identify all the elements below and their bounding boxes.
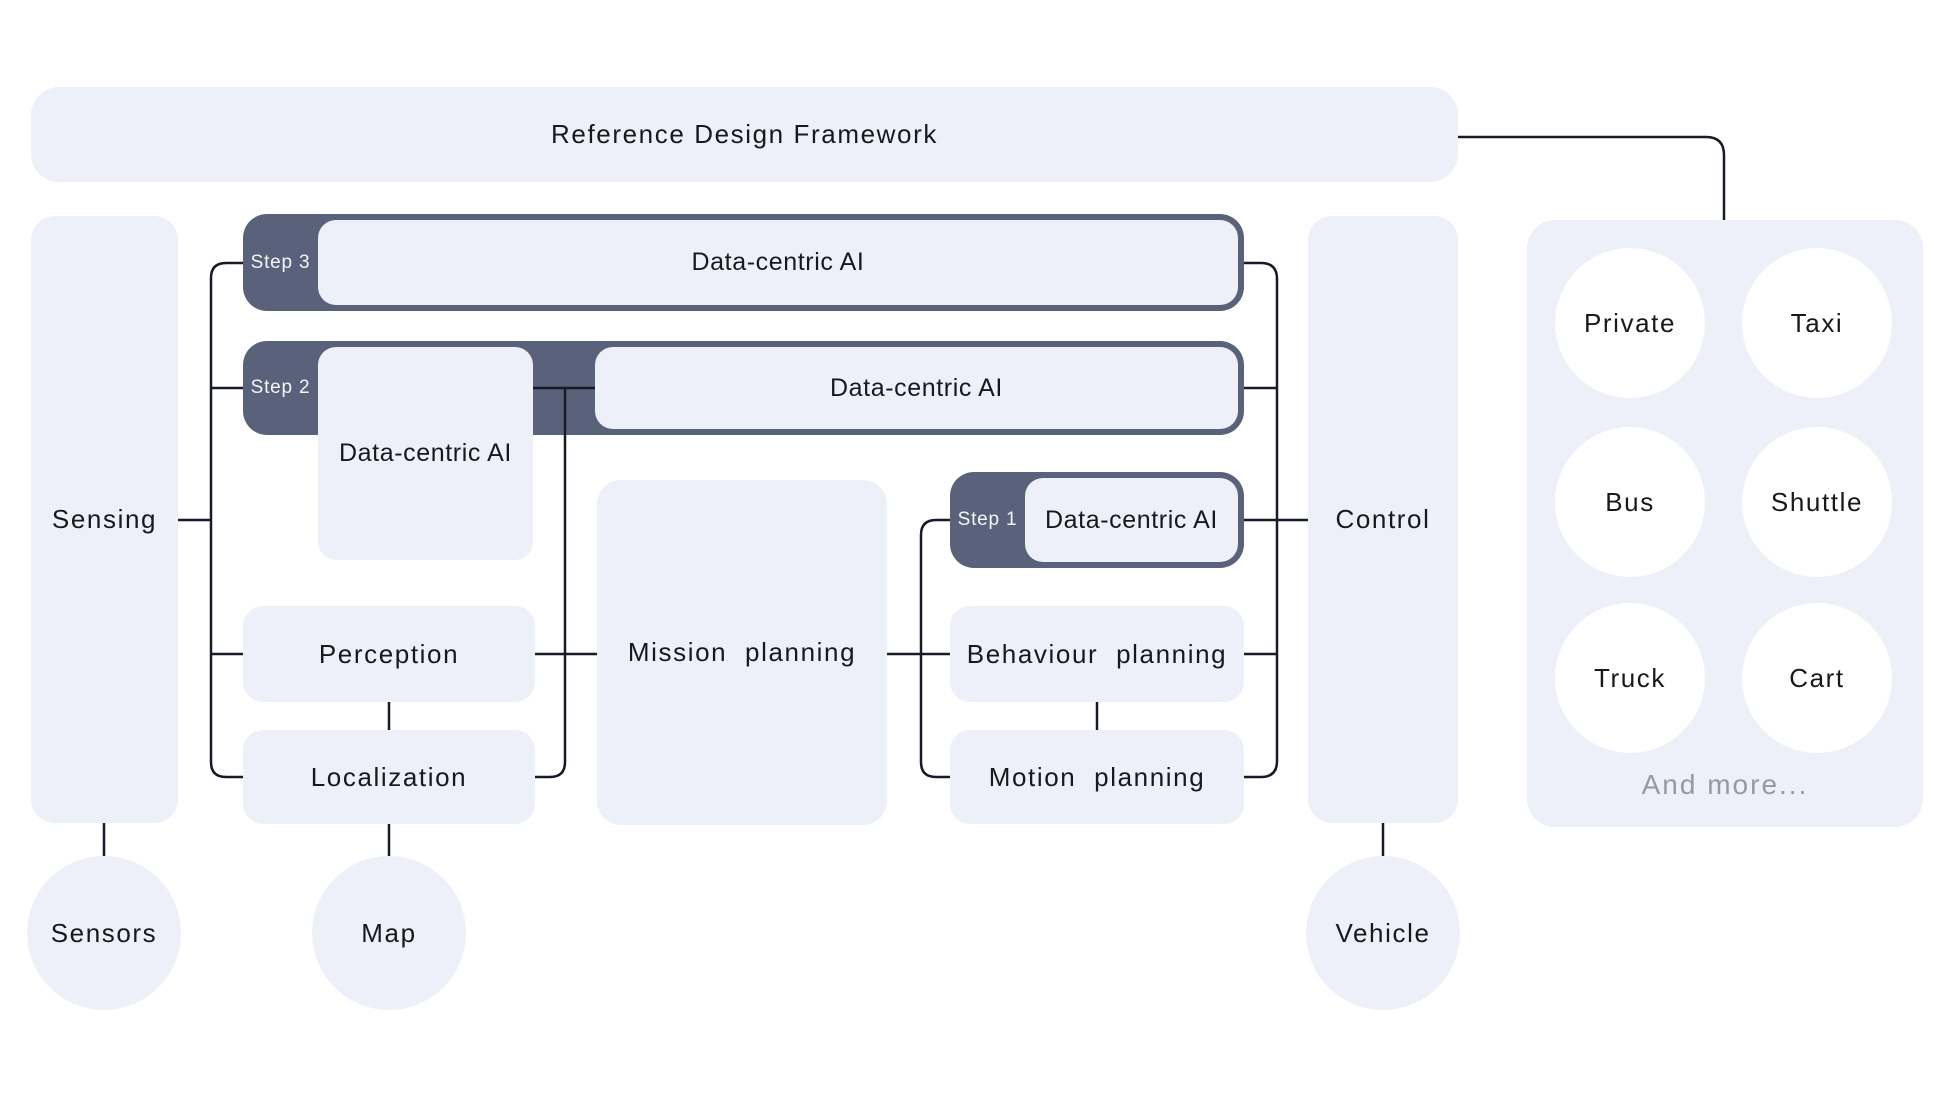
step2-label: Step 2 xyxy=(250,377,311,398)
perception-label: Perception xyxy=(318,638,460,669)
step3-label: Step 3 xyxy=(250,251,311,273)
step3-tab: Step 3 xyxy=(243,214,318,311)
vehicle-types-more-label: And more... xyxy=(1641,769,1809,800)
vehicle-type-shuttle-label: Shuttle xyxy=(1770,486,1864,517)
step1-data-centric-ai-box: Data-centric AI xyxy=(1025,478,1238,562)
step3-data-centric-ai-box: Data-centric AI xyxy=(318,220,1238,305)
connector-mid-trunk-localization xyxy=(535,388,567,779)
map-circle: Map xyxy=(312,856,466,1010)
framework-banner: Reference Design Framework xyxy=(31,87,1458,182)
vehicle-type-bus-circle: Bus xyxy=(1555,427,1705,577)
vehicle-type-cart-circle: Cart xyxy=(1742,603,1892,753)
motion-planning-label: Motion planning xyxy=(988,761,1206,792)
vehicle-type-cart-label: Cart xyxy=(1789,662,1845,693)
connector-right-trunk xyxy=(1244,261,1279,779)
vehicle-type-shuttle-circle: Shuttle xyxy=(1742,427,1892,577)
localization-label: Localization xyxy=(310,761,468,792)
vehicle-type-truck-circle: Truck xyxy=(1555,603,1705,753)
sensors-circle: Sensors xyxy=(27,856,181,1010)
step2-tab: Step 2 xyxy=(243,341,318,435)
vehicle-circle: Vehicle xyxy=(1306,856,1460,1010)
sensing-box: Sensing xyxy=(31,216,178,823)
vehicle-type-taxi-circle: Taxi xyxy=(1742,248,1892,398)
step2-data-centric-ai-left-label: Data-centric AI xyxy=(339,439,512,467)
behaviour-planning-box: Behaviour planning xyxy=(950,606,1244,702)
step3-data-centric-ai-label: Data-centric AI xyxy=(691,248,865,276)
step1-tab: Step 1 xyxy=(950,472,1025,568)
sensors-label: Sensors xyxy=(50,917,158,948)
step2-data-centric-ai-left-box: Data-centric AI xyxy=(318,347,533,560)
localization-box: Localization xyxy=(243,730,535,824)
step1-label: Step 1 xyxy=(957,509,1018,530)
control-label: Control xyxy=(1335,504,1431,534)
framework-banner-label: Reference Design Framework xyxy=(551,119,938,149)
vehicle-type-truck-label: Truck xyxy=(1593,662,1667,693)
step2-data-centric-ai-right-box: Data-centric AI xyxy=(595,347,1238,429)
step1-data-centric-ai-label: Data-centric AI xyxy=(1045,505,1218,534)
vehicle-type-private-circle: Private xyxy=(1555,248,1705,398)
connector-step1-motion-trunk xyxy=(919,518,950,779)
motion-planning-box: Motion planning xyxy=(950,730,1244,824)
sensing-label: Sensing xyxy=(51,504,158,534)
vehicle-types-more: And more... xyxy=(1527,760,1923,810)
vehicle-type-bus-label: Bus xyxy=(1605,486,1655,517)
mission-planning-box: Mission planning xyxy=(597,480,887,825)
vehicle-type-private-label: Private xyxy=(1583,307,1677,338)
connector-banner-panel xyxy=(1458,135,1726,220)
behaviour-planning-label: Behaviour planning xyxy=(966,638,1228,669)
mission-planning-label: Mission planning xyxy=(627,637,857,667)
vehicle-type-taxi-label: Taxi xyxy=(1790,307,1844,338)
perception-box: Perception xyxy=(243,606,535,702)
map-label: Map xyxy=(361,917,417,948)
connector-left-trunk xyxy=(209,261,243,779)
step2-data-centric-ai-right-label: Data-centric AI xyxy=(830,373,1003,402)
control-box: Control xyxy=(1308,216,1458,823)
vehicle-label: Vehicle xyxy=(1335,917,1431,948)
